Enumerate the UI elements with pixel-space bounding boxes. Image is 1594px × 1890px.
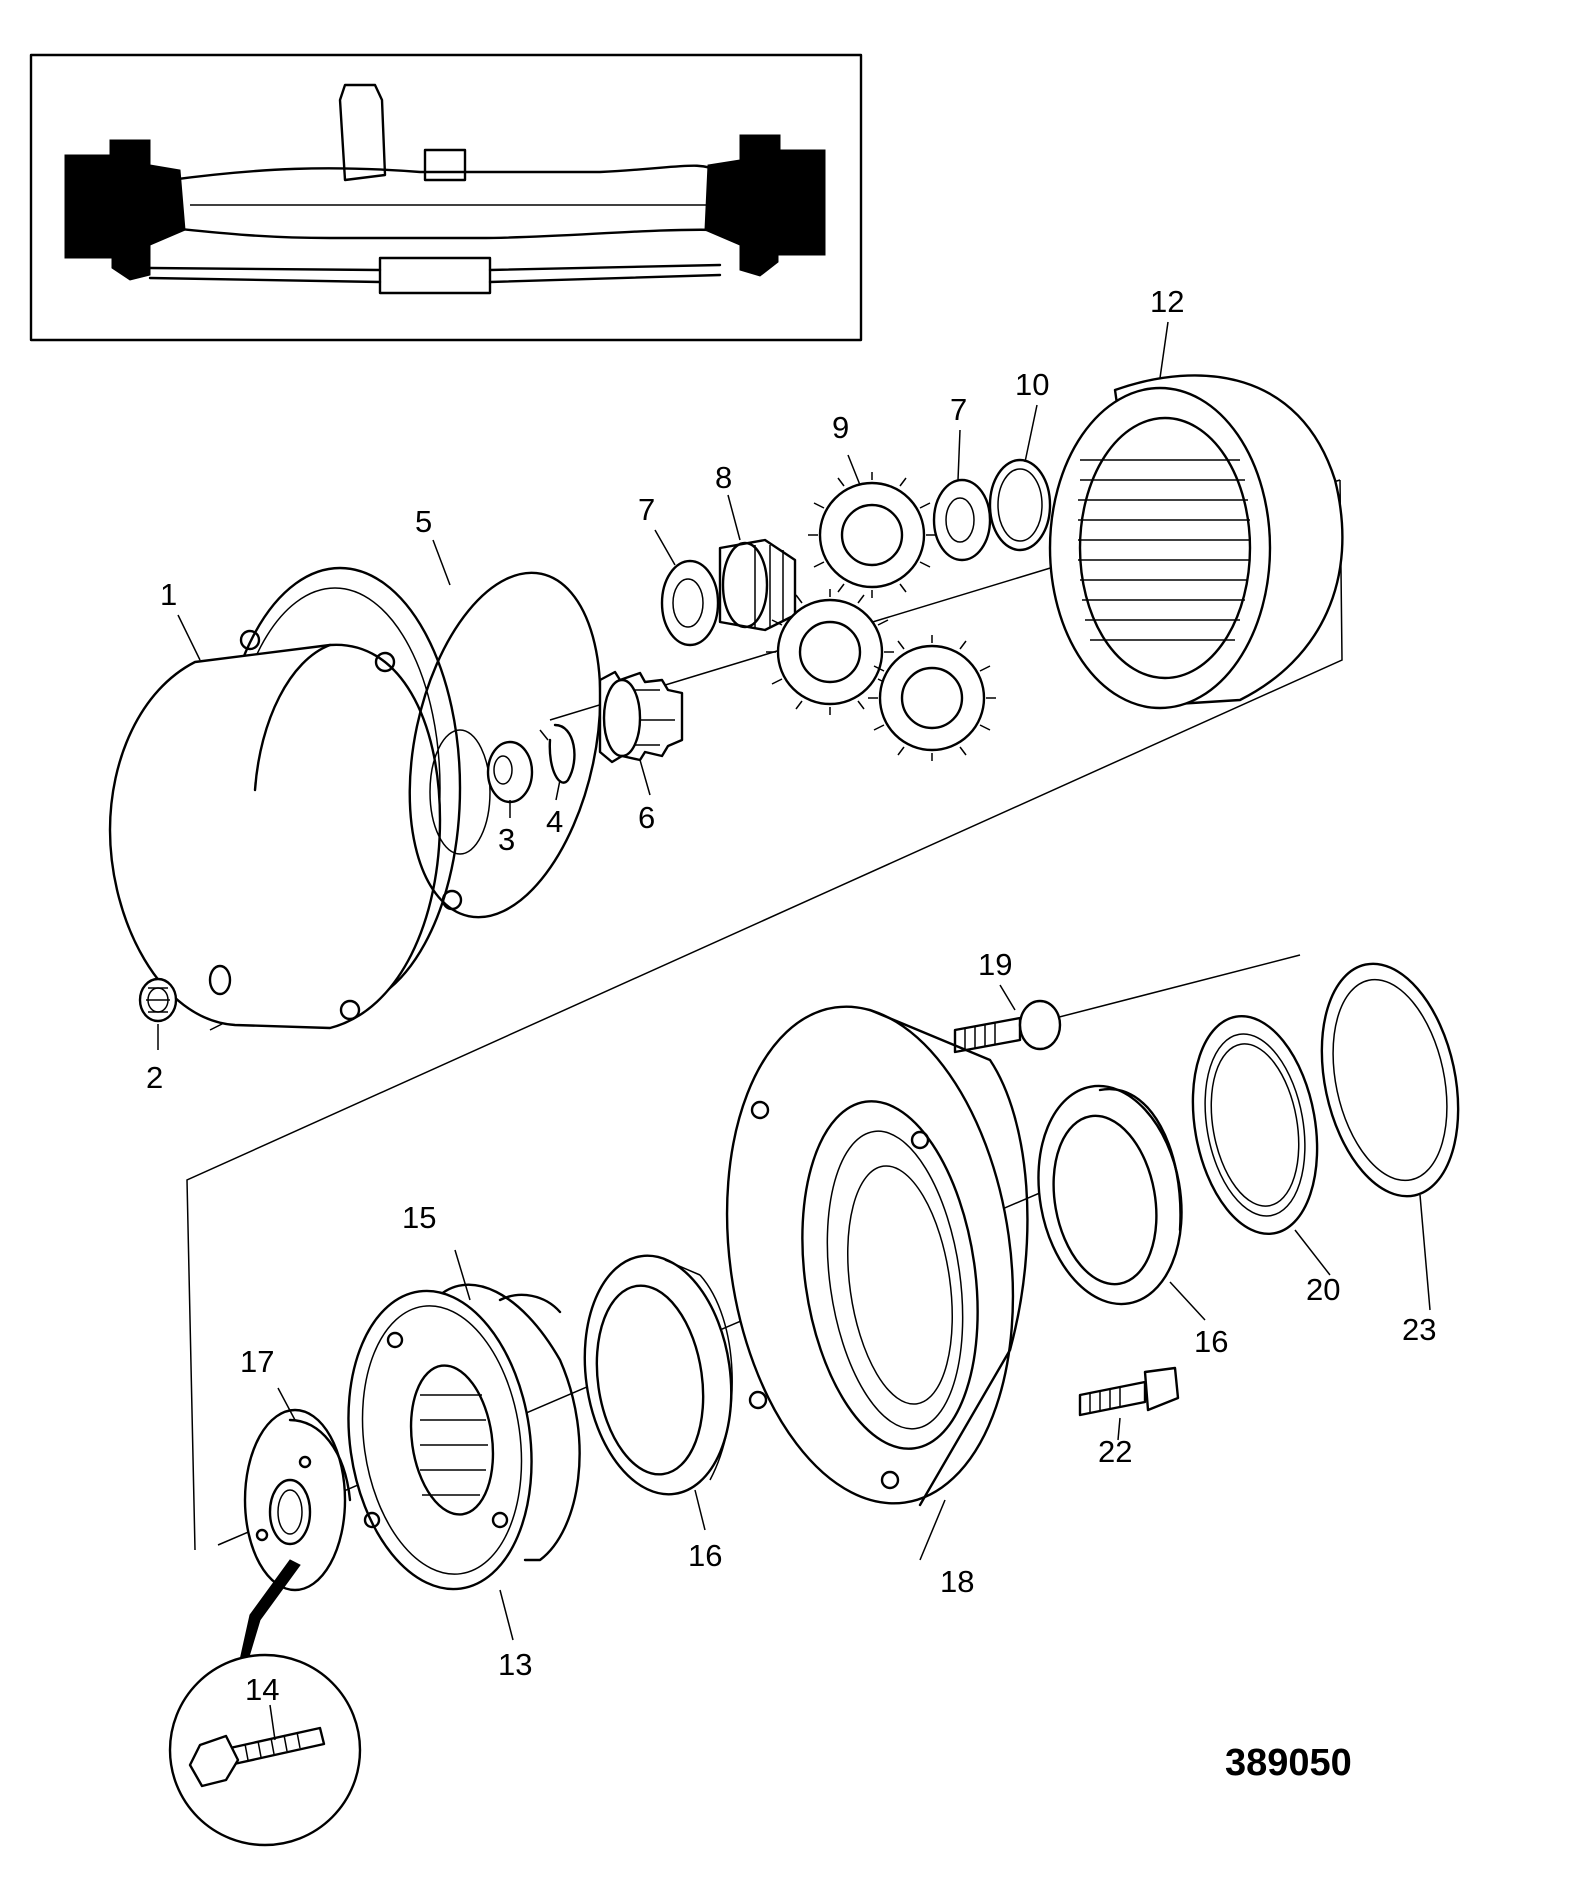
part-17-retaining-plate: [243, 1408, 352, 1592]
callout-17: 17: [240, 1344, 274, 1379]
callout-2: 2: [146, 1060, 163, 1095]
callout-10: 10: [1015, 367, 1049, 402]
callout-23: 23: [1402, 1312, 1436, 1347]
part-5-o-ring: [408, 571, 602, 919]
part-6-sun-gear: [598, 670, 684, 764]
callout-22: 22: [1098, 1434, 1132, 1469]
part-3-washer: [486, 740, 534, 804]
callout-16-left: 16: [688, 1538, 722, 1573]
part-12-ring-gear: [1048, 374, 1344, 710]
callout-12: 12: [1150, 284, 1184, 319]
callout-16-right: 16: [1194, 1324, 1228, 1359]
part-16-bearing-right: [1037, 1084, 1183, 1306]
callout-8: 8: [715, 460, 732, 495]
callout-14: 14: [245, 1672, 279, 1707]
callout-leaders: [157, 321, 1431, 1741]
part-23-outer-seal: [1320, 962, 1460, 1198]
callout-4: 4: [546, 804, 563, 839]
part-4-circlip: [539, 723, 576, 784]
callout-15: 15: [402, 1200, 436, 1235]
axle-overview-inset: [29, 53, 863, 342]
callout-7-right: 7: [950, 392, 967, 427]
callout-5: 5: [415, 504, 432, 539]
callout-19: 19: [978, 947, 1012, 982]
part-9-planet-gear-lower: [766, 589, 894, 715]
part-15-circlip: [438, 1283, 581, 1562]
callout-3: 3: [498, 822, 515, 857]
drawing-number: 389050: [1225, 1742, 1352, 1784]
part-18-hub: [725, 1005, 1029, 1507]
part-10-snap-ring: [988, 458, 1052, 552]
callout-13: 13: [498, 1647, 532, 1682]
part-20-seal: [1191, 1014, 1319, 1236]
callout-18: 18: [940, 1564, 974, 1599]
part-7-circlip-left: [660, 559, 720, 647]
part-8-needle-bearing: [718, 538, 797, 632]
part-16-bearing-left: [583, 1254, 733, 1496]
callout-20: 20: [1306, 1272, 1340, 1307]
part-2-plug: [138, 977, 178, 1023]
callout-7-left: 7: [638, 492, 655, 527]
part-19-wheel-stud: [953, 999, 1062, 1054]
part-1-hub-casing: [108, 566, 491, 1030]
part-9-planet-gear-top: [808, 472, 936, 598]
part-14-detail-bolt: [168, 1559, 362, 1847]
callout-1: 1: [160, 577, 177, 612]
part-9-planet-gear-right: [868, 635, 996, 761]
callout-9: 9: [832, 410, 849, 445]
callout-labels: 1 2 3 4 5 6 7 8 9 7 10 12 13 14 15 16 16…: [146, 284, 1436, 1707]
part-7-circlip-right: [932, 478, 992, 562]
part-13-reluctor-ring: [347, 1289, 533, 1591]
part-22-bolt: [1078, 1366, 1180, 1417]
callout-6: 6: [638, 800, 655, 835]
